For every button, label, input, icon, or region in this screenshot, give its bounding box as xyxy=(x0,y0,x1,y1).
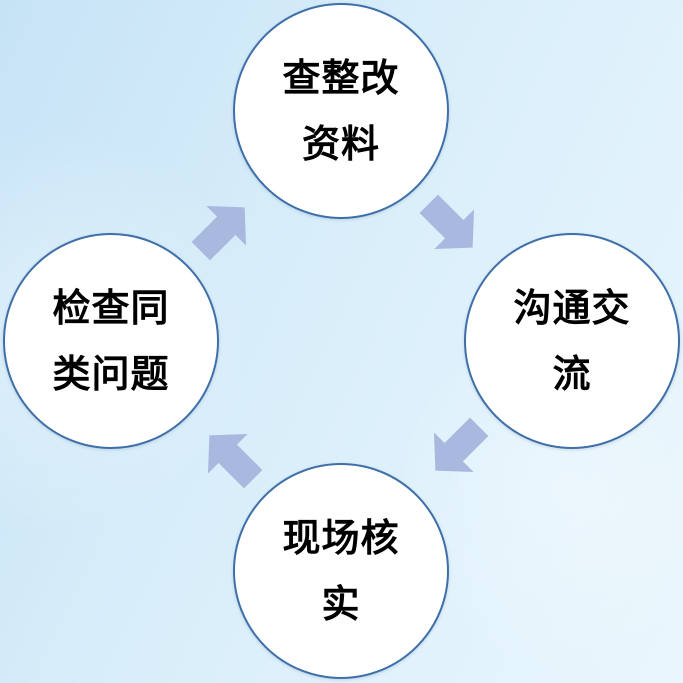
node-label-line-1: 沟通交 xyxy=(513,286,631,330)
node-label-line-2: 流 xyxy=(552,352,592,396)
step-node-check-similar-issues: 检查同 类问题 xyxy=(3,233,219,449)
node-label-line-1: 现场核 xyxy=(282,516,400,560)
arrow-up-right-icon xyxy=(191,205,247,261)
node-label-line-1: 查整改 xyxy=(282,56,400,100)
node-label-line-2: 实 xyxy=(321,582,361,626)
arrow-down-right-icon xyxy=(419,194,475,250)
node-label-line-2: 类问题 xyxy=(52,352,170,396)
node-label-line-1: 检查同 xyxy=(52,286,170,330)
node-label-line-2: 资料 xyxy=(301,122,380,166)
step-node-onsite-verification: 现场核 实 xyxy=(233,463,449,679)
step-node-review-rectification-docs: 查整改 资料 xyxy=(233,3,449,219)
arrow-down-left-icon xyxy=(433,417,489,473)
step-node-communication: 沟通交 流 xyxy=(464,233,680,449)
arrow-up-left-icon xyxy=(207,433,263,489)
